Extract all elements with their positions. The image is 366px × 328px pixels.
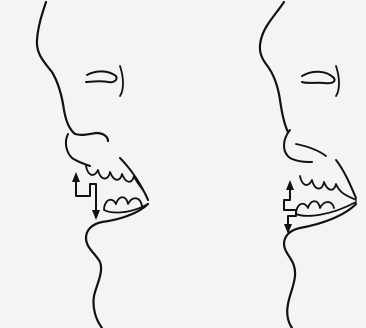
profile-drawing (0, 0, 366, 328)
paper-background (0, 0, 366, 328)
figure-canvas (0, 0, 366, 328)
